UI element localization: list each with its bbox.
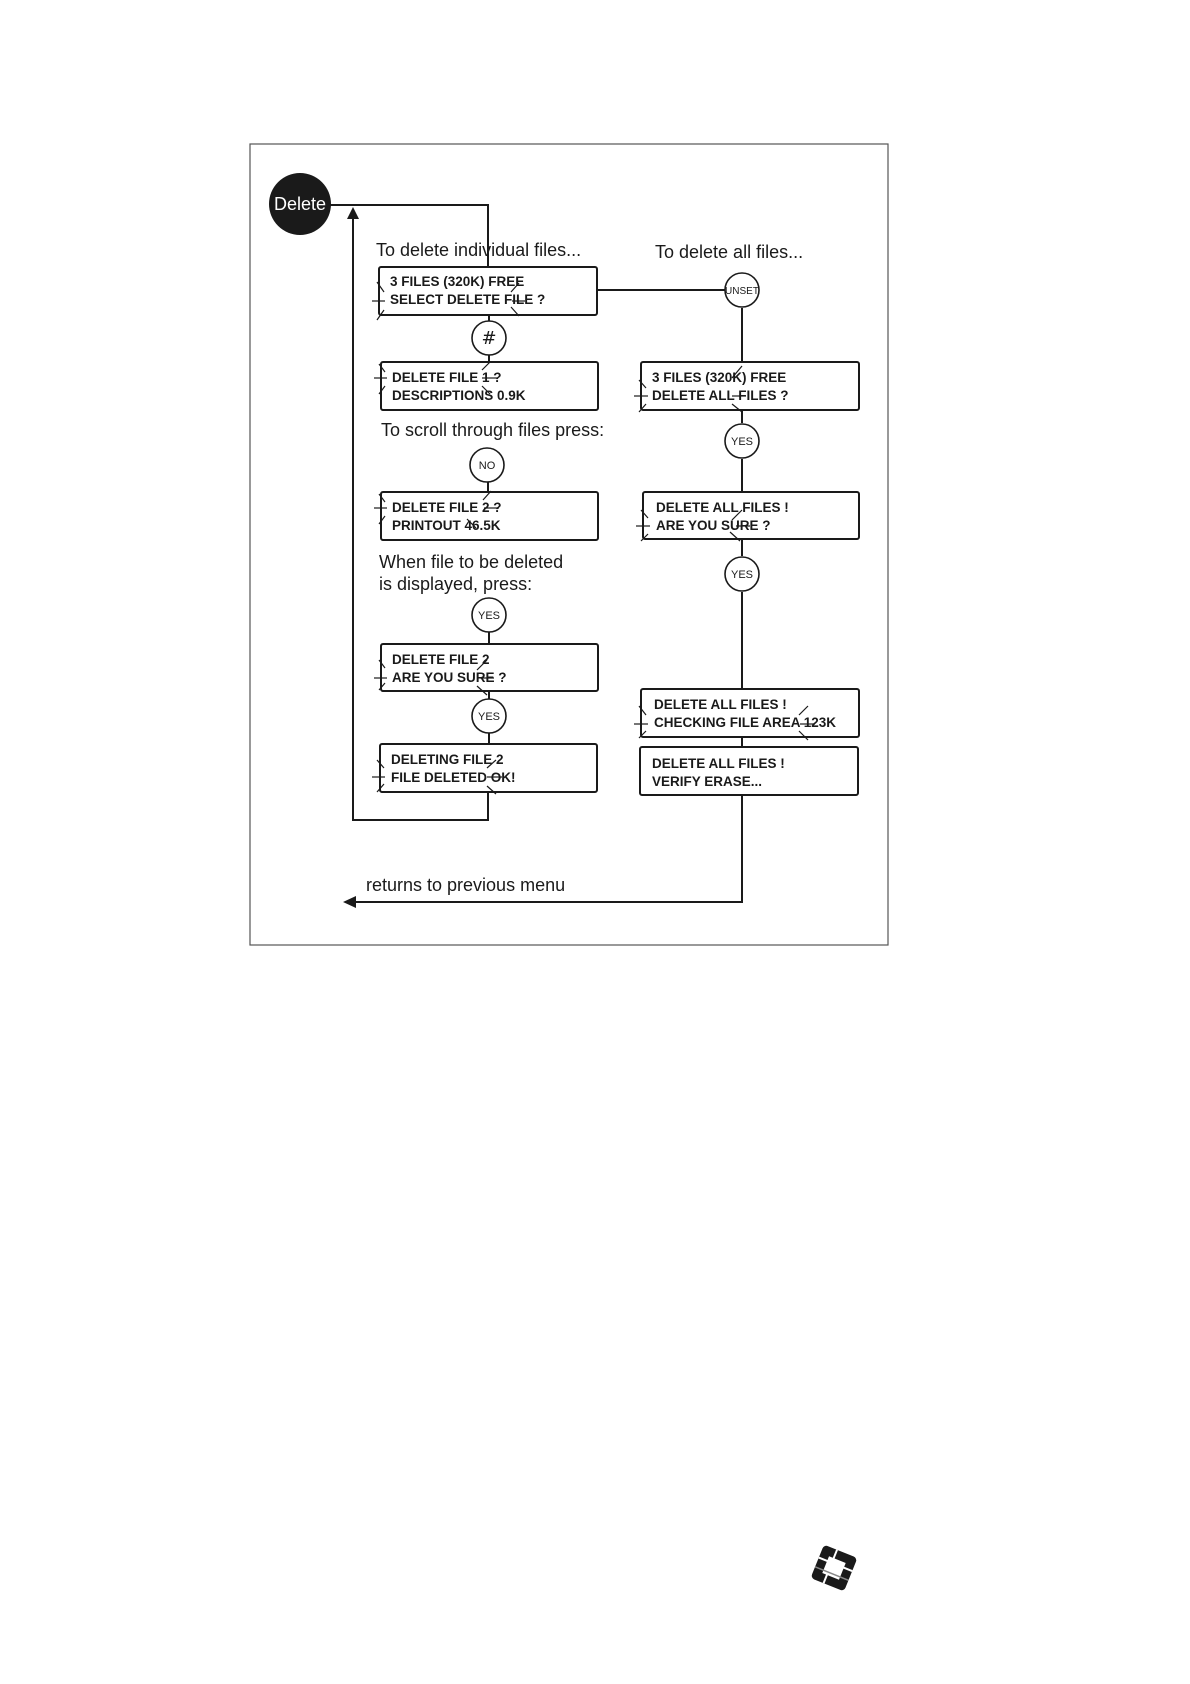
- yes-key-left-1: YES: [471, 597, 507, 633]
- blink-marks: [636, 509, 750, 542]
- lcd-display-left-5: DELETING FILE 2 FILE DELETED OK!: [372, 743, 598, 795]
- delete-start-node: [269, 173, 331, 235]
- lcd-line-1: DELETING FILE 2: [391, 752, 504, 767]
- connector-return-menu: [355, 795, 743, 903]
- yes-key-label: YES: [478, 610, 500, 622]
- lcd-line-2: DELETE ALL FILES ?: [652, 388, 789, 403]
- lcd-line-2: FILE DELETED OK!: [391, 770, 516, 785]
- blink-marks: [372, 281, 525, 321]
- lcd-display-left-4: DELETE FILE 2 ARE YOU SURE ?: [374, 643, 599, 696]
- company-logo-icon: [811, 1545, 857, 1591]
- lcd-line-1: DELETE FILE 1 ?: [392, 370, 502, 385]
- yes-key-label: YES: [731, 436, 753, 448]
- lcd-line-2: PRINTOUT 46.5K: [392, 518, 501, 533]
- yes-key-right-2: YES: [724, 556, 760, 592]
- diagram-frame: [249, 143, 889, 946]
- hash-key-label: #: [481, 328, 496, 349]
- blink-marks: [372, 759, 502, 795]
- lcd-display-right-2: DELETE ALL FILES ! ARE YOU SURE ?: [636, 491, 860, 542]
- lcd-line-1: DELETE FILE 2 ?: [392, 500, 502, 515]
- yes-key-right-1: YES: [724, 423, 760, 459]
- hash-key: #: [471, 320, 507, 356]
- lcd-line-1: DELETE ALL FILES !: [656, 500, 789, 515]
- caption-when-displayed-1: When file to be deleted: [379, 552, 563, 572]
- lcd-line-1: 3 FILES (320K) FREE: [390, 274, 524, 289]
- no-key-label: NO: [479, 460, 496, 472]
- yes-key-label: YES: [731, 569, 753, 581]
- caption-scroll-files: To scroll through files press:: [381, 420, 604, 440]
- unset-key-label: UNSET: [725, 286, 759, 297]
- lcd-line-2: ARE YOU SURE ?: [392, 670, 507, 685]
- unset-key: UNSET: [724, 272, 760, 308]
- lcd-line-2: SELECT DELETE FILE ?: [390, 292, 545, 307]
- lcd-line-1: DELETE ALL FILES !: [652, 756, 785, 771]
- yes-key-left-2: YES: [471, 698, 507, 734]
- lcd-line-1: DELETE ALL FILES !: [654, 697, 787, 712]
- lcd-display-left-1: 3 FILES (320K) FREE SELECT DELETE FILE ?: [372, 266, 598, 321]
- lcd-line-2: ARE YOU SURE ?: [656, 518, 771, 533]
- caption-returns-menu: returns to previous menu: [366, 875, 565, 895]
- lcd-line-2: VERIFY ERASE...: [652, 774, 762, 789]
- lcd-line-2: CHECKING FILE AREA 123K: [654, 715, 836, 730]
- delete-start-label: Delete: [274, 194, 326, 214]
- lcd-line-2: DESCRIPTIONS 0.9K: [392, 388, 526, 403]
- blink-marks: [374, 659, 494, 696]
- arrowhead-up: [347, 207, 359, 219]
- lcd-display-left-2: DELETE FILE 1 ? DESCRIPTIONS 0.9K: [374, 361, 599, 411]
- no-key: NO: [469, 447, 505, 483]
- blink-marks: [634, 705, 815, 741]
- lcd-display-right-3: DELETE ALL FILES ! CHECKING FILE AREA 12…: [634, 688, 860, 741]
- arrowhead-left: [343, 896, 356, 908]
- caption-individual-files: To delete individual files...: [376, 240, 581, 260]
- yes-key-label: YES: [478, 711, 500, 723]
- caption-all-files: To delete all files...: [655, 242, 803, 262]
- lcd-display-right-1: 3 FILES (320K) FREE DELETE ALL FILES ?: [634, 361, 860, 413]
- lcd-line-1: DELETE FILE 2: [392, 652, 490, 667]
- lcd-line-1: 3 FILES (320K) FREE: [652, 370, 786, 385]
- blink-marks: [634, 365, 746, 413]
- lcd-display-right-4: DELETE ALL FILES ! VERIFY ERASE...: [639, 746, 859, 796]
- connector-start-to-left: [330, 204, 489, 267]
- caption-when-displayed-2: is displayed, press:: [379, 574, 532, 594]
- blink-marks: [374, 490, 499, 529]
- lcd-display-left-3: DELETE FILE 2 ? PRINTOUT 46.5K: [374, 490, 599, 541]
- connector-return-loop: [352, 218, 489, 821]
- blink-marks: [374, 361, 497, 395]
